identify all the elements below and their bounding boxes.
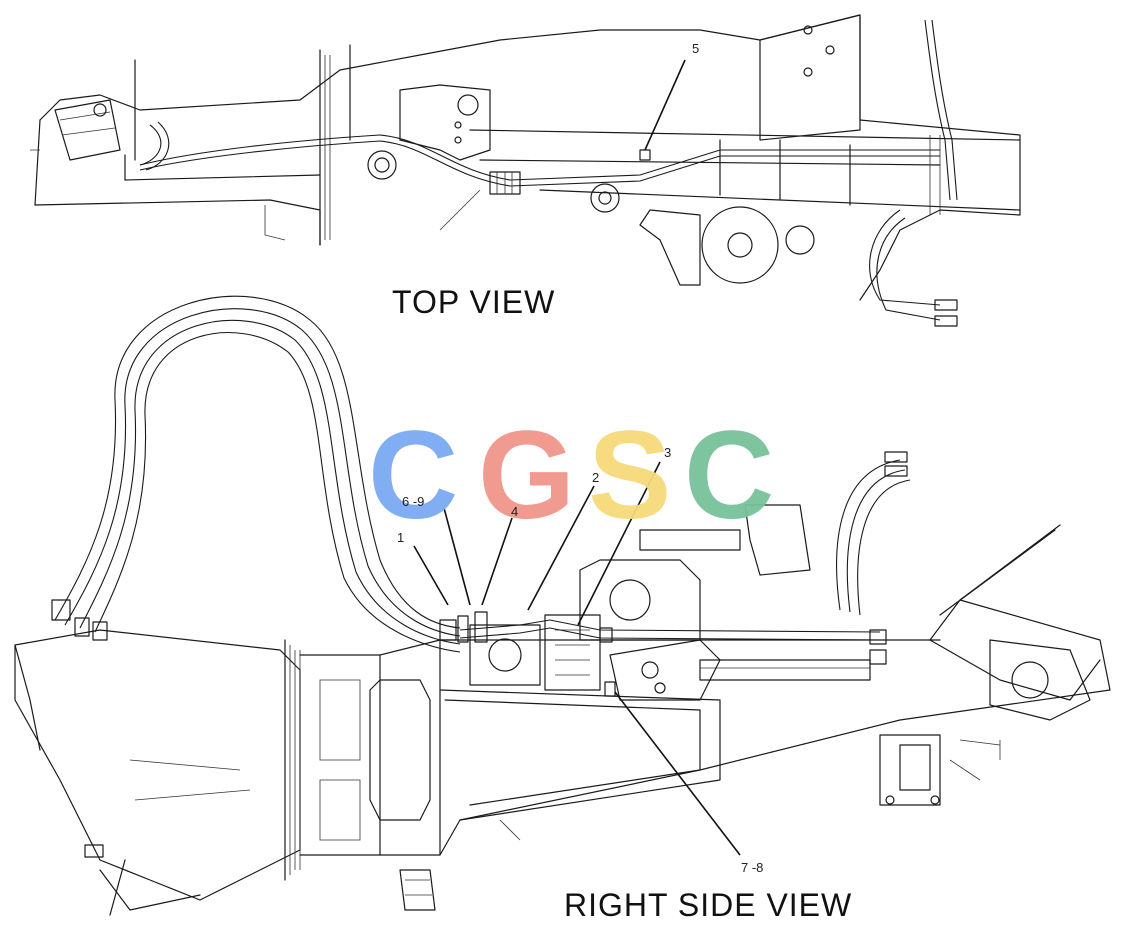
watermark-letter-c2: C (684, 406, 774, 545)
callout-5-leader (644, 59, 686, 151)
top-view-label: TOP VIEW (392, 284, 555, 320)
watermark-letter-s: S (588, 406, 671, 545)
watermark-letter-g: G (478, 406, 575, 545)
right-side-view-drawing (14, 295, 1111, 916)
callout-5: 5 (692, 41, 699, 56)
callout-3: 3 (664, 445, 671, 460)
callout-2: 2 (592, 470, 599, 485)
callout-4-leader (481, 517, 513, 606)
watermark-letter-c1: C (368, 406, 458, 545)
top-view-drawing (30, 14, 1021, 327)
cgsc-watermark: C G S C (368, 406, 774, 545)
callout-6-9-leader (443, 507, 471, 606)
callout-7-8-leader (614, 691, 741, 856)
callout-6-9: 6 -9 (402, 494, 424, 509)
callout-2-leader (527, 485, 595, 611)
callout-1-leader (413, 545, 449, 606)
callout-1: 1 (397, 530, 404, 545)
callout-7-8: 7 -8 (741, 860, 763, 875)
callout-4: 4 (511, 504, 518, 519)
callout-3-leader (577, 461, 661, 626)
right-side-view-label: RIGHT SIDE VIEW (564, 887, 852, 923)
